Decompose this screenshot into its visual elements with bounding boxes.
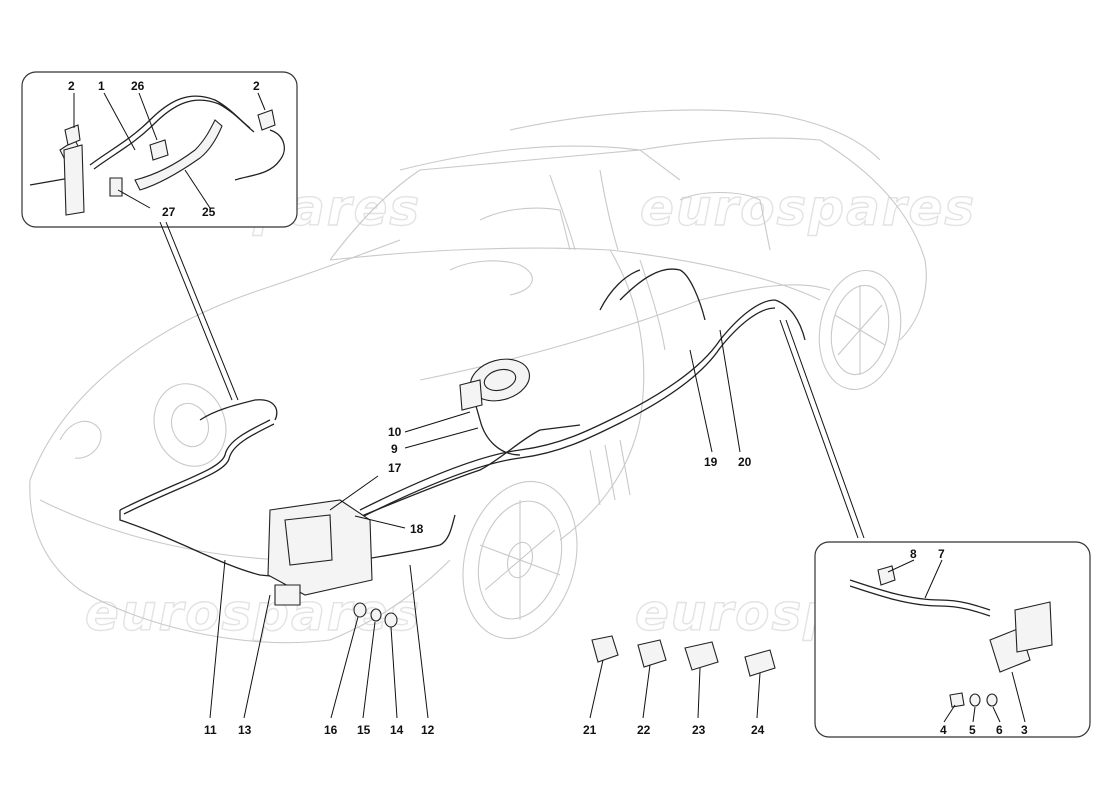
callout-14: 14: [390, 723, 404, 737]
callout-19: 19: [704, 455, 718, 469]
callout-1: 1: [98, 79, 105, 93]
callout-13: 13: [238, 723, 252, 737]
brake-pipes: [119, 268, 806, 577]
callout-9: 9: [391, 442, 398, 456]
callout-18: 18: [410, 522, 424, 536]
callout-12: 12: [421, 723, 435, 737]
callout-16: 16: [324, 723, 338, 737]
callout-8: 8: [910, 547, 917, 561]
callout-6: 6: [996, 723, 1003, 737]
callout-22: 22: [637, 723, 651, 737]
callout-labels: 1 2 26 2 25 27 10 9 17 18 19 20 11 13 16…: [68, 79, 1028, 737]
callout-20: 20: [738, 455, 752, 469]
callout-17: 17: [388, 461, 402, 475]
callout-15: 15: [357, 723, 371, 737]
watermark-top-right: eurospares: [640, 179, 976, 237]
car-outline: [29, 109, 927, 644]
detail-inset-front: [21, 71, 298, 228]
callout-21: 21: [583, 723, 597, 737]
inset-connectors: [159, 221, 865, 539]
abs-fittings: [353, 602, 398, 628]
callout-2-left: 2: [68, 79, 75, 93]
callout-27: 27: [162, 205, 176, 219]
brake-booster: [459, 358, 530, 411]
clips-row: [591, 635, 776, 677]
detail-inset-rear: [814, 541, 1091, 738]
callout-11: 11: [204, 723, 217, 737]
callout-7: 7: [938, 547, 945, 561]
callout-2-right: 2: [253, 79, 260, 93]
abs-unit: [267, 499, 373, 606]
callout-10: 10: [388, 425, 402, 439]
callout-24: 24: [751, 723, 765, 737]
callout-23: 23: [692, 723, 706, 737]
callout-25: 25: [202, 205, 216, 219]
callout-5: 5: [969, 723, 976, 737]
callout-26: 26: [131, 79, 145, 93]
callout-3: 3: [1021, 723, 1028, 737]
callout-leaders: [73, 92, 1026, 723]
callout-4: 4: [940, 723, 947, 737]
